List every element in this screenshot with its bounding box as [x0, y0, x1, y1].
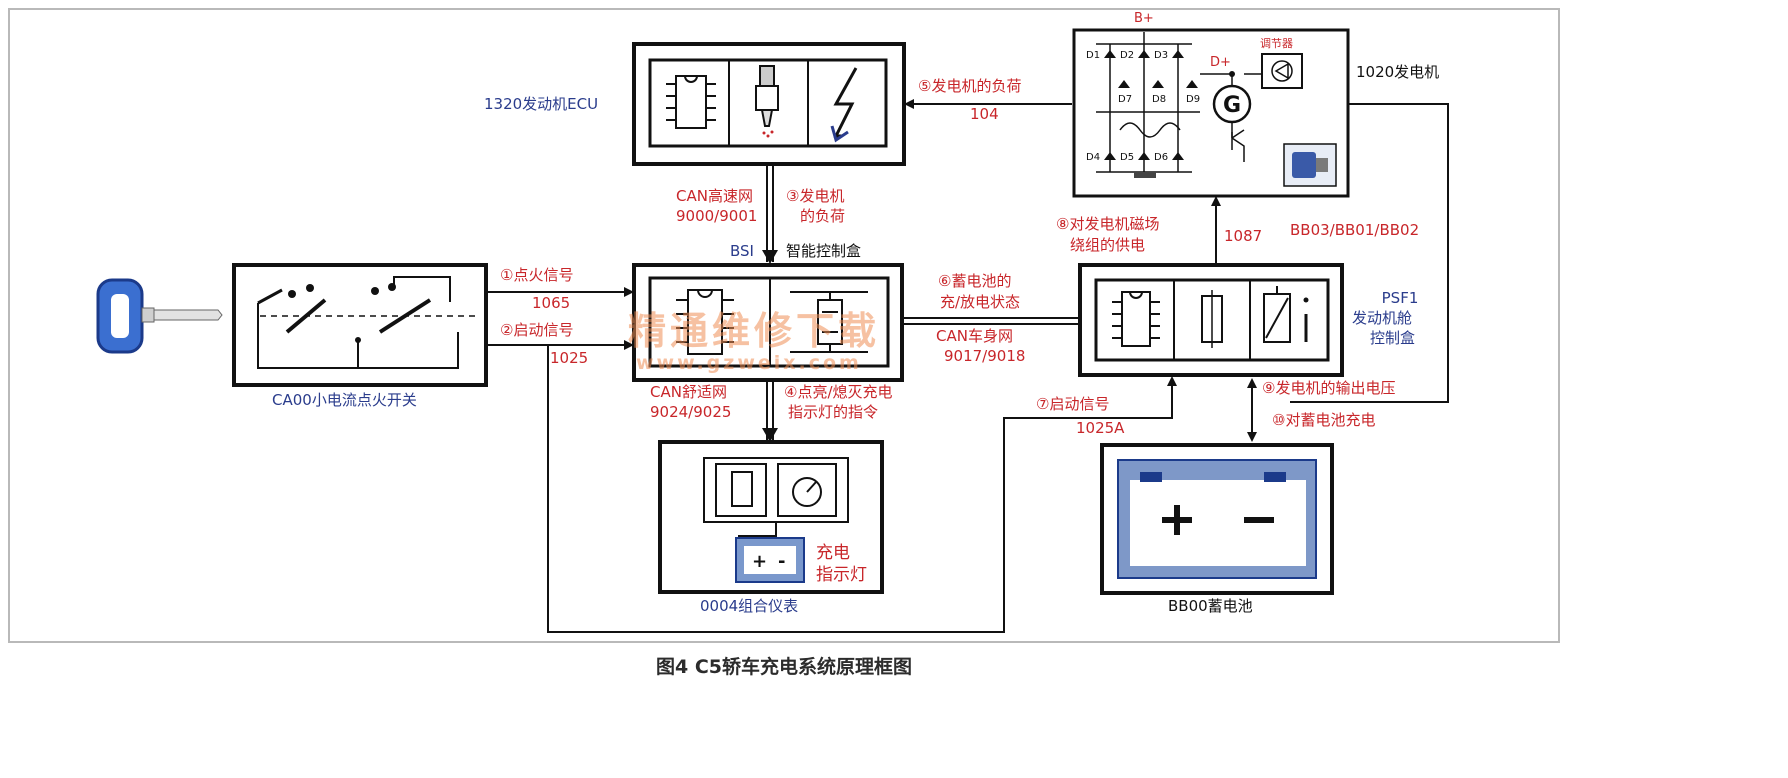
diode-d5: D5 — [1120, 152, 1135, 163]
psf1-box — [1078, 263, 1344, 377]
can-body-code: 9017/9018 — [944, 347, 1026, 365]
diode-d6: D6 — [1154, 152, 1169, 163]
signal-2-code: 1025 — [550, 349, 589, 367]
diode-d7: D7 — [1118, 94, 1133, 105]
signal-9-label: ⑨发电机的输出电压 — [1262, 379, 1396, 397]
signal-4-line2: 指示灯的指令 — [788, 403, 879, 421]
instrument-cluster-box: + - — [658, 440, 884, 594]
ecu-label: 1320发动机ECU — [484, 95, 599, 113]
d-plus-label: D+ — [1210, 55, 1231, 70]
signal-8-line1: ⑧对发电机磁场 — [1056, 215, 1160, 233]
battery-icon — [1117, 459, 1317, 579]
ignition-key-icon — [96, 278, 223, 354]
can-body-label: CAN车身网 — [936, 327, 1013, 345]
signal-3-line1: ③发电机 — [786, 187, 845, 205]
charge-lamp-label-line1: 充电 — [816, 543, 850, 563]
bsi-name-label: 智能控制盒 — [786, 242, 862, 260]
charging-system-diagram: + - G — [96, 28, 1449, 633]
regulator-label: 调节器 — [1260, 37, 1293, 50]
signal-1-label: ①点火信号 — [500, 266, 574, 284]
signal-2-label: ②启动信号 — [500, 321, 574, 339]
psf1-code-label: PSF1 — [1381, 289, 1419, 307]
lightning-icon — [830, 67, 858, 143]
signal-6-line1: ⑥蓄电池的 — [938, 272, 1012, 290]
cluster-label: 0004组合仪表 — [700, 597, 799, 615]
can-comfort-code: 9024/9025 — [650, 403, 732, 421]
charge-lamp-battery-icon: + - — [735, 537, 805, 583]
injector-icon — [755, 65, 779, 138]
b-plus-label: B+ — [1134, 11, 1154, 26]
alternator-box: G — [1072, 28, 1350, 198]
signal-6-line2: 充/放电状态 — [940, 293, 1021, 311]
regulator-icon — [1261, 53, 1303, 89]
signal-5-code: 104 — [970, 105, 999, 123]
diode-d1: D1 — [1086, 50, 1101, 61]
signal-7-code: 1025A — [1076, 419, 1125, 437]
battery-label: BB00蓄电池 — [1168, 597, 1253, 615]
ignition-switch-label: CA00小电流点火开关 — [272, 391, 417, 409]
diode-d2: D2 — [1120, 50, 1135, 61]
signal-8-line2: 绕组的供电 — [1070, 236, 1146, 254]
psf1-line2-label: 控制盒 — [1370, 329, 1416, 347]
alternator-label: 1020发电机 — [1356, 63, 1440, 81]
ignition-switch-box — [232, 263, 488, 387]
signal-wires — [487, 99, 1449, 633]
alternator-photo-icon — [1283, 143, 1337, 187]
diode-d8: D8 — [1152, 94, 1167, 105]
diode-d9: D9 — [1186, 94, 1201, 105]
watermark-text: 精通维修下载 — [628, 309, 881, 353]
diagram-frame — [8, 8, 1560, 643]
charge-lamp-label-line2: 指示灯 — [816, 565, 867, 585]
signal-10-label: ⑩对蓄电池充电 — [1272, 411, 1376, 429]
can-hs-code: 9000/9001 — [676, 207, 758, 225]
psf1-line1-label: 发动机舱 — [1352, 309, 1413, 327]
bsi-box — [632, 263, 904, 382]
diode-d3: D3 — [1154, 50, 1169, 61]
bsi-code-label: BSI — [730, 242, 754, 260]
signal-3-line2: 的负荷 — [800, 207, 846, 225]
can-hs-label: CAN高速网 — [676, 187, 753, 205]
ecu-box — [632, 42, 906, 166]
svg-text:-: - — [778, 551, 785, 572]
generator-g-icon: G — [1212, 84, 1252, 124]
generator-g-label: G — [1223, 93, 1241, 118]
signal-1-code: 1065 — [532, 294, 571, 312]
signal-7-label: ⑦启动信号 — [1036, 395, 1110, 413]
signal-8-code: 1087 — [1224, 227, 1263, 245]
signal-4-line1: ④点亮/熄灭充电 — [784, 383, 893, 401]
signal-5-label: ⑤发电机的负荷 — [918, 77, 1022, 95]
svg-text:+: + — [752, 551, 767, 572]
watermark-url: www.gzweix.com — [636, 352, 862, 374]
battery-box — [1100, 443, 1334, 595]
figure-caption: 图4 C5轿车充电系统原理框图 — [656, 656, 912, 678]
bb-codes-label: BB03/BB01/BB02 — [1290, 221, 1420, 239]
diode-d4: D4 — [1086, 152, 1101, 163]
can-comfort-label: CAN舒适网 — [650, 383, 727, 401]
